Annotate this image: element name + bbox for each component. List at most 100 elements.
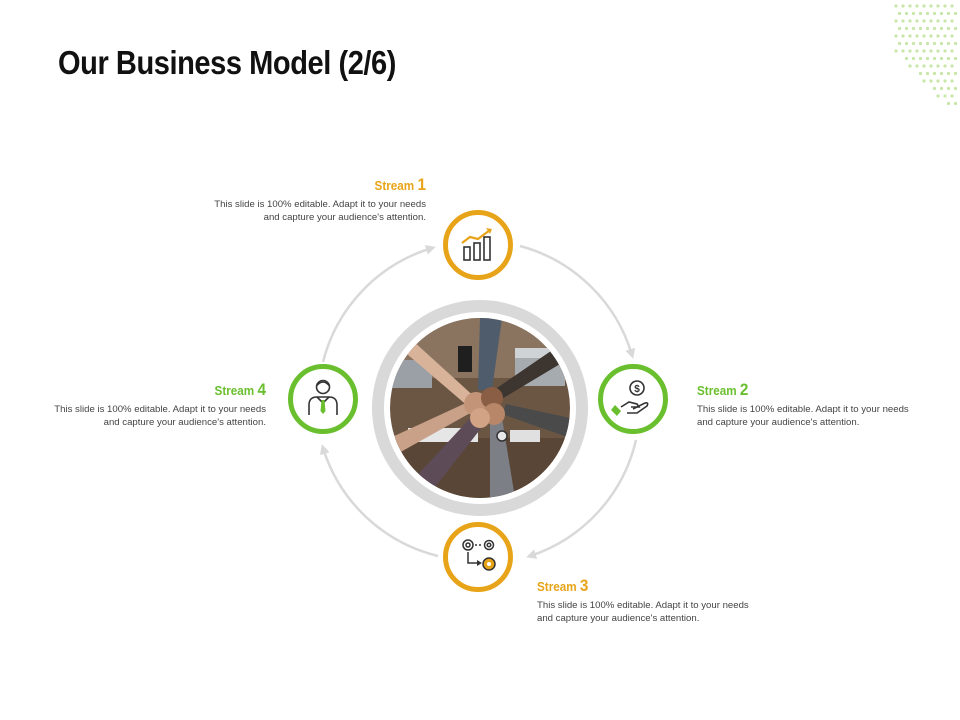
decorative-dot <box>932 56 937 61</box>
decorative-dot <box>943 79 947 83</box>
decorative-dot <box>953 41 958 46</box>
stream-2-description: This slide is 100% editable. Adapt it to… <box>697 404 909 428</box>
growth-chart-icon <box>461 228 492 261</box>
stream-3-node <box>443 522 513 592</box>
decorative-dot <box>936 64 940 68</box>
decorative-dot <box>911 56 916 61</box>
businessman-icon <box>308 379 338 415</box>
decorative-dot <box>918 41 923 46</box>
decorative-dot <box>943 64 947 68</box>
stream-4-description: This slide is 100% editable. Adapt it to… <box>54 404 266 428</box>
decorative-dot <box>943 4 947 8</box>
decorative-dot <box>936 4 940 8</box>
decorative-dot-pattern <box>894 4 958 106</box>
decorative-dot <box>894 49 898 53</box>
decorative-dot <box>904 41 909 46</box>
decorative-dot <box>925 71 930 76</box>
stream-1-heading: Stream 1 <box>374 175 426 194</box>
decorative-dot <box>929 79 933 83</box>
decorative-dot <box>953 86 958 91</box>
decorative-dot <box>939 11 944 16</box>
stream-2-heading: Stream 2 <box>697 380 749 399</box>
stream-3-description: This slide is 100% editable. Adapt it to… <box>537 600 749 624</box>
decorative-dot <box>932 71 937 76</box>
decorative-dot <box>918 56 923 61</box>
svg-text:$: $ <box>634 384 640 395</box>
decorative-dot <box>950 64 954 68</box>
decorative-dot <box>929 49 933 53</box>
stream-3-heading: Stream 3 <box>537 576 589 595</box>
decorative-dot <box>953 101 958 106</box>
decorative-dot <box>929 64 933 68</box>
stream-2-node: $ <box>598 364 668 434</box>
decorative-dot <box>943 34 947 38</box>
decorative-dot <box>918 11 923 16</box>
decorative-dot <box>894 19 898 23</box>
stream-4-heading: Stream 4 <box>214 380 266 399</box>
decorative-dot <box>897 26 902 31</box>
decorative-dot <box>901 34 905 38</box>
arrow-stream1-to-stream2 <box>519 244 636 359</box>
decorative-dot <box>950 49 954 53</box>
decorative-dot <box>915 4 919 8</box>
arrow-stream3-to-stream4 <box>320 444 439 558</box>
decorative-dot <box>901 4 905 8</box>
decorative-dot <box>939 41 944 46</box>
decorative-dot <box>904 26 909 31</box>
team-fist-bump-photo <box>390 318 570 498</box>
decorative-dot <box>897 41 902 46</box>
stream-1-node <box>443 210 513 280</box>
decorative-dot <box>918 71 923 76</box>
stream-1-text: Stream 1 This slide is 100% editable. Ad… <box>196 175 426 224</box>
decorative-dot <box>925 41 930 46</box>
decorative-dot <box>904 56 909 61</box>
decorative-dot <box>908 19 912 23</box>
decorative-dot <box>946 26 951 31</box>
decorative-dot <box>953 56 958 61</box>
decorative-dot <box>922 19 926 23</box>
page-title: Our Business Model (2/6) <box>58 44 397 81</box>
stream-3-text: Stream 3 This slide is 100% editable. Ad… <box>537 576 767 625</box>
decorative-dot <box>929 4 933 8</box>
decorative-dot <box>929 34 933 38</box>
decorative-dot <box>946 101 951 106</box>
decorative-dot <box>950 19 954 23</box>
decorative-dot <box>932 41 937 46</box>
decorative-dot <box>950 34 954 38</box>
decorative-dot <box>911 41 916 46</box>
decorative-dot <box>943 19 947 23</box>
stream-2-text: Stream 2 This slide is 100% editable. Ad… <box>697 380 927 429</box>
stream-1-description: This slide is 100% editable. Adapt it to… <box>214 199 426 223</box>
decorative-dot <box>922 4 926 8</box>
decorative-dot <box>932 11 937 16</box>
decorative-dot <box>936 34 940 38</box>
decorative-dot <box>946 41 951 46</box>
decorative-dot <box>946 56 951 61</box>
decorative-dot <box>908 4 912 8</box>
decorative-dot <box>936 94 940 98</box>
decorative-dot <box>946 71 951 76</box>
decorative-dot <box>953 71 958 76</box>
decorative-dot <box>915 64 919 68</box>
decorative-dot <box>943 49 947 53</box>
decorative-dot <box>939 26 944 31</box>
decorative-dot <box>901 19 905 23</box>
arrow-stream2-to-stream3 <box>526 439 638 559</box>
decorative-dot <box>894 4 898 8</box>
decorative-dot <box>901 49 905 53</box>
decorative-dot <box>939 56 944 61</box>
decorative-dot <box>897 11 902 16</box>
decorative-dot <box>925 11 930 16</box>
decorative-dot <box>908 64 912 68</box>
decorative-dot <box>946 86 951 91</box>
decorative-dot <box>911 11 916 16</box>
decorative-dot <box>915 49 919 53</box>
gears-process-icon <box>462 539 496 571</box>
decorative-dot <box>922 79 926 83</box>
decorative-dot <box>950 4 954 8</box>
decorative-dot <box>894 34 898 38</box>
center-photo-frame <box>372 300 588 516</box>
decorative-dot <box>915 19 919 23</box>
decorative-dot <box>908 34 912 38</box>
decorative-dot <box>950 79 954 83</box>
